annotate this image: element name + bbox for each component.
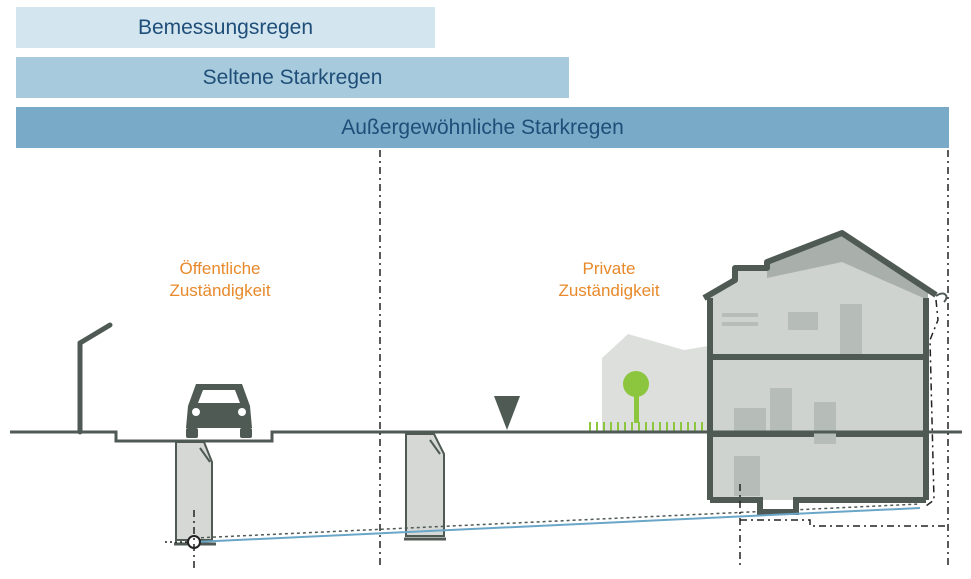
private-responsibility-label: Private Zuständigkeit xyxy=(558,259,660,300)
grass-strip xyxy=(589,422,710,432)
gutter-downpipe xyxy=(935,292,948,303)
band-bemessungsregen: Bemessungsregen xyxy=(16,7,435,48)
tree-icon xyxy=(623,371,649,423)
sewer-pipe-dotted xyxy=(194,503,921,539)
boundary-lines xyxy=(193,150,949,568)
middle-drain-shaft xyxy=(404,433,446,541)
water-level-triangle-icon xyxy=(494,396,520,430)
public-responsibility-label: Öffentliche Zuständigkeit xyxy=(169,259,271,300)
street-lamp-icon xyxy=(77,322,113,435)
left-drain-shaft xyxy=(174,441,216,546)
house-icon xyxy=(702,230,938,515)
band-aussergewoehnliche-starkregen: Außergewöhnliche Starkregen xyxy=(16,107,949,148)
car-icon xyxy=(186,384,252,438)
background-hill-shape xyxy=(602,334,708,432)
band-seltene-starkregen: Seltene Starkregen xyxy=(16,57,569,98)
sewer-pipe-line xyxy=(194,507,921,543)
